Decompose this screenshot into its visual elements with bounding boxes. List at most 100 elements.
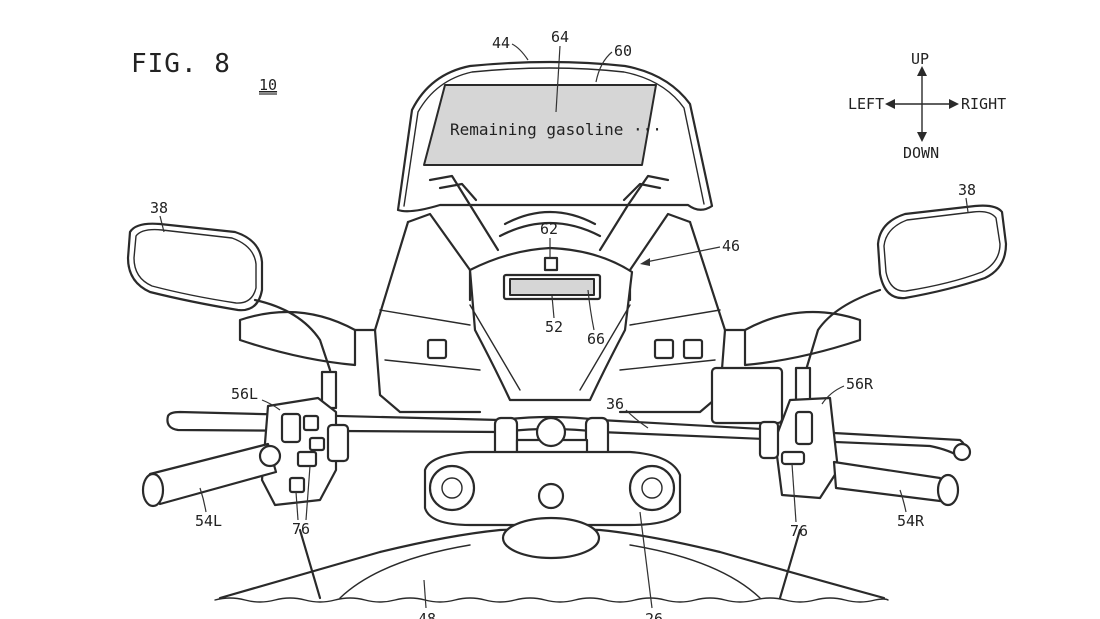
ref-switch-left: 56L bbox=[231, 385, 258, 403]
leader-fuel-tank bbox=[423, 579, 427, 609]
steering-stem-nut bbox=[537, 482, 565, 510]
meter-cowl-crease-left bbox=[469, 304, 521, 391]
break-line bbox=[214, 597, 889, 603]
camera-unit bbox=[543, 256, 559, 272]
ref-mirror-right: 38 bbox=[958, 181, 976, 199]
ref-camera: 62 bbox=[540, 220, 558, 238]
leader-switch-left bbox=[261, 399, 281, 411]
left-bar-clamp bbox=[326, 423, 350, 463]
tank-crease-right bbox=[629, 544, 761, 599]
direction-compass: UP DOWN LEFT RIGHT bbox=[848, 50, 1006, 162]
ref-buttons-right: 76 bbox=[790, 522, 808, 540]
right-grip bbox=[832, 460, 950, 504]
left-panel-switch bbox=[426, 338, 448, 360]
right-wing-deflector bbox=[743, 310, 862, 367]
mirror-left-stem bbox=[253, 298, 337, 407]
fork-cap-right-inner bbox=[641, 477, 663, 499]
screen-mount-right-bracket bbox=[622, 182, 662, 202]
fairing-right-upper bbox=[628, 212, 692, 302]
screen-text: Remaining gasoline ··· bbox=[450, 120, 662, 139]
tank-right-side bbox=[778, 528, 802, 600]
right-bar-clamp bbox=[758, 420, 780, 460]
fairing-right-crease-2 bbox=[619, 359, 716, 371]
arrow-down-icon bbox=[917, 132, 927, 142]
leader-buttons-left-1 bbox=[295, 491, 299, 521]
leader-cowl bbox=[645, 246, 721, 263]
ref-cowl: 46 bbox=[722, 237, 740, 255]
meter-display-screen bbox=[509, 278, 595, 296]
visor-top bbox=[498, 222, 602, 238]
fairing-left-panel bbox=[353, 328, 482, 414]
left-switch-button-1 bbox=[280, 412, 302, 444]
meter-cowl-crease-right bbox=[579, 304, 631, 391]
leader-cowl-arrowhead-icon bbox=[640, 258, 650, 266]
leader-grip-left bbox=[199, 487, 207, 513]
bar-end-weight bbox=[952, 442, 972, 462]
left-switch-button-5 bbox=[288, 476, 306, 494]
ref-windscreen: 44 bbox=[492, 34, 510, 52]
left-lever-pivot bbox=[258, 444, 282, 468]
mirror-left bbox=[126, 222, 338, 410]
mirror-left-housing bbox=[126, 222, 264, 312]
tank-left-side bbox=[298, 528, 322, 600]
windscreen: Remaining gasoline ··· bbox=[396, 60, 714, 252]
compass-up-label: UP bbox=[911, 50, 929, 68]
mirror-left-glass bbox=[133, 228, 257, 304]
steering-head bbox=[423, 416, 682, 527]
leader-switch-right bbox=[821, 385, 845, 405]
left-wing-deflector bbox=[238, 310, 357, 367]
leader-buttons-left-2 bbox=[305, 465, 311, 521]
compass-down-label: DOWN bbox=[903, 144, 939, 162]
compass-right-label: RIGHT bbox=[961, 95, 1006, 113]
fairing-right-crease bbox=[629, 309, 721, 326]
leader-screen-display bbox=[555, 45, 561, 113]
left-controls bbox=[141, 396, 350, 508]
figure-title: FIG. 8 bbox=[131, 49, 231, 79]
mirror-right-stem bbox=[800, 288, 882, 407]
ref-grip-left: 54L bbox=[195, 512, 222, 530]
fairing-right-edge bbox=[688, 220, 727, 332]
ref-meter-display: 66 bbox=[587, 330, 605, 348]
screen-display bbox=[423, 84, 657, 166]
fork-cap-left bbox=[428, 464, 476, 512]
mirror-right-glass bbox=[883, 210, 1001, 292]
right-panel-switch-2 bbox=[682, 338, 704, 360]
fuel-tank bbox=[214, 516, 889, 603]
ref-grip-right: 54R bbox=[897, 512, 925, 530]
left-switch-button-4 bbox=[296, 450, 318, 468]
leader-meter-display bbox=[587, 289, 595, 331]
arrow-left-icon bbox=[885, 99, 895, 109]
left-grip-end bbox=[141, 472, 165, 508]
meter-cowl bbox=[468, 246, 634, 402]
left-switch-button-2 bbox=[302, 414, 320, 432]
leader-meter bbox=[551, 295, 555, 319]
right-switch-button-2 bbox=[780, 450, 806, 466]
brake-reservoir bbox=[710, 366, 784, 425]
ref-fuel-tank: 48 bbox=[418, 610, 436, 619]
fuel-cap bbox=[501, 516, 601, 560]
center-nut bbox=[535, 416, 567, 448]
left-grip bbox=[148, 442, 278, 506]
leader-buttons-right bbox=[791, 463, 797, 523]
ref-mirror-left: 38 bbox=[150, 199, 168, 217]
arrow-up-icon bbox=[917, 66, 927, 76]
ref-screen-display: 64 bbox=[551, 28, 569, 46]
fairing-left-crease-2 bbox=[384, 359, 481, 371]
ref-buttons-left: 76 bbox=[292, 520, 310, 538]
visor-top-outer bbox=[503, 210, 597, 226]
right-switch-button-1 bbox=[794, 410, 814, 446]
right-grip-end bbox=[936, 473, 960, 507]
leader-mirror-right bbox=[965, 197, 969, 213]
screen-mount-left bbox=[428, 174, 500, 252]
left-switch-button-3 bbox=[308, 436, 326, 452]
compass-left-label: LEFT bbox=[848, 95, 884, 113]
right-panel-switch-1 bbox=[653, 338, 675, 360]
leader-steering-stem bbox=[639, 511, 653, 609]
tank-crease-left bbox=[339, 544, 471, 599]
leader-grip-right bbox=[899, 489, 907, 513]
leader-mirror-left bbox=[159, 215, 165, 233]
ref-steering-stem: 26 bbox=[645, 610, 663, 619]
ref-handlebar: 36 bbox=[606, 395, 624, 413]
